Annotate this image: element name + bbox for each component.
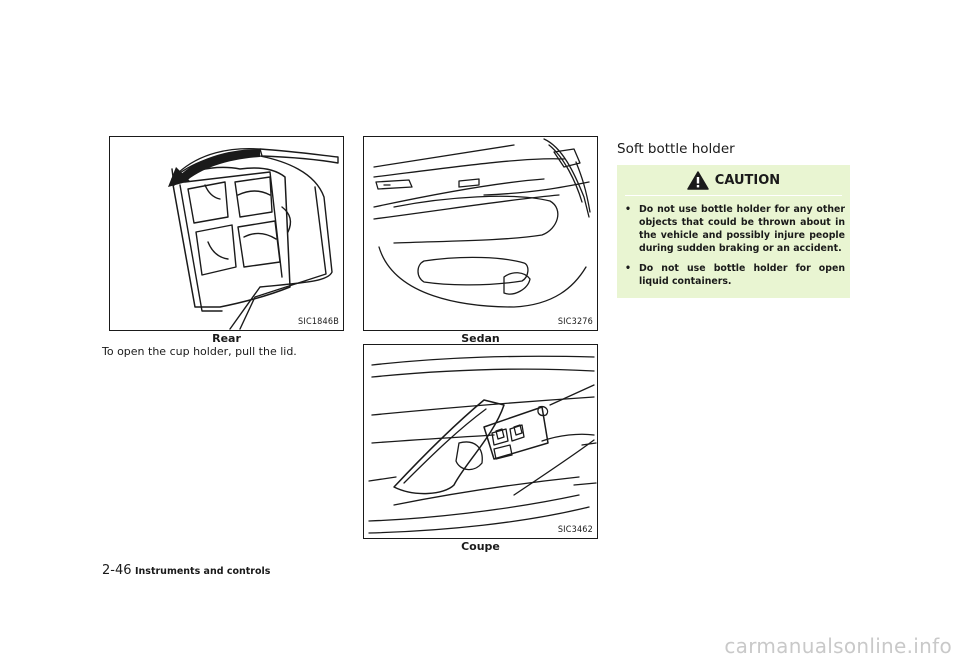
caution-item: • Do not use bottle holder for open liqui… [625,262,845,288]
caution-item: • Do not use bottle holder for any other … [625,203,845,255]
caution-label: CAUTION [714,172,781,188]
body-paragraph: To open the cup holder, pull the lid. [102,345,297,358]
caution-list: • Do not use bottle holder for any other … [625,203,845,295]
caution-item-text: Do not use bottle holder for any other o… [639,204,845,254]
figure-caption-coupe: Coupe [461,540,500,553]
caution-divider [625,195,842,196]
bullet: • [625,263,631,274]
caution-triangle-icon [687,170,709,190]
section-title: Soft bottle holder [617,141,735,157]
figure-code: SIC1846B [298,317,339,327]
figure-coupe-bottle-holder: SIC3462 [363,344,598,539]
figure-sedan-bottle-holder: SIC3276 [363,136,598,331]
bullet: • [625,204,631,215]
rear-cup-holder-illustration [168,148,339,330]
coupe-door-illustration [368,355,597,534]
caution-box: CAUTION • Do not use bottle holder for an… [617,165,850,298]
sedan-door-illustration [373,138,591,308]
page-section-name: Instruments and controls [135,566,271,577]
watermark: carmanualsonline.info [724,634,952,658]
page-number: 2-46 [102,563,132,578]
figure-rear-cup-holder: SIC1846B [109,136,344,331]
figure-code: SIC3462 [557,525,593,535]
caution-item-text: Do not use bottle holder for open liquid… [639,263,845,287]
caution-header: CAUTION [617,165,850,195]
figure-code: SIC3276 [557,317,593,327]
figure-caption-rear: Rear [212,332,241,345]
figure-caption-sedan: Sedan [461,332,500,345]
